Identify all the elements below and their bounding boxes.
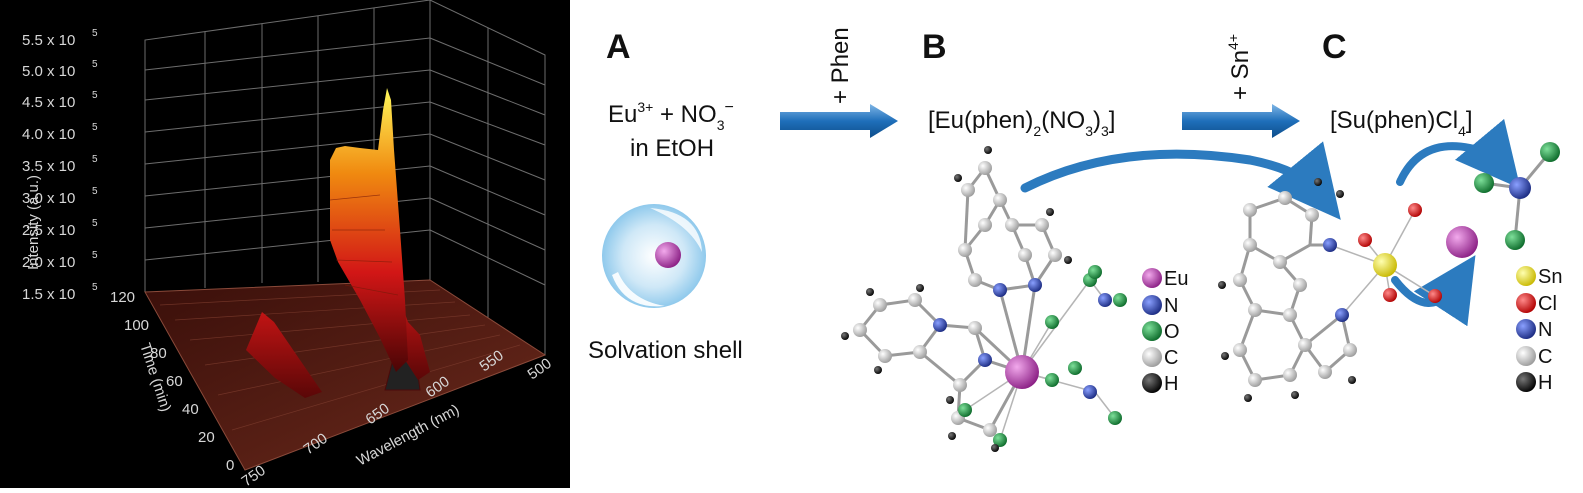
eu-ion — [655, 242, 681, 268]
eu-atom — [1005, 355, 1039, 389]
svg-text:120: 120 — [110, 289, 135, 306]
svg-text:Eu: Eu — [1164, 268, 1188, 290]
svg-text:5: 5 — [92, 186, 98, 197]
intensity-tick-exponents: 5 5 5 5 5 5 5 5 5 — [92, 28, 98, 293]
molecule-c — [1218, 178, 1478, 402]
svg-text:5: 5 — [92, 154, 98, 165]
intensity-tick: 1.5 x 10 — [22, 286, 75, 303]
reaction-arrow-2 — [1182, 104, 1300, 138]
svg-text:5: 5 — [92, 28, 98, 39]
shell-caption: Solvation shell — [588, 337, 743, 364]
arrow-2-reagent: + Sn4+ — [1225, 34, 1254, 100]
complex-b-formula: [Eu(phen)2(NO3)3] — [928, 107, 1115, 139]
svg-text:5: 5 — [92, 218, 98, 229]
transfer-arrow-eu-out — [1391, 255, 1476, 327]
svg-text:C: C — [1164, 347, 1178, 369]
released-eu-ion — [1446, 226, 1478, 258]
intensity-tick: 2.0 x 10 — [22, 254, 75, 271]
intensity-tick: 3.0 x 10 — [22, 190, 75, 207]
intensity-tick: 2.5 x 10 — [22, 222, 75, 239]
ridge-700nm — [246, 312, 322, 398]
svg-text:5: 5 — [92, 59, 98, 70]
surface-plot-svg: 1.5 x 10 2.0 x 10 2.5 x 10 3.0 x 10 3.5 … — [22, 0, 555, 490]
intensity-tick: 3.5 x 10 — [22, 158, 75, 175]
solvation-shell — [602, 204, 706, 308]
intensity-tick-labels: 1.5 x 10 2.0 x 10 2.5 x 10 3.0 x 10 3.5 … — [22, 32, 75, 303]
molecule-b — [841, 146, 1127, 452]
panel-label-a: A — [606, 28, 631, 66]
svg-text:5: 5 — [92, 90, 98, 101]
time-tick-labels: 0 20 40 60 80 100 120 — [110, 289, 234, 474]
svg-text:40: 40 — [182, 401, 199, 418]
complex-c-formula: [Su(phen)Cl4] — [1330, 107, 1473, 139]
arrow-1-reagent: + Phen — [827, 27, 854, 104]
svg-text:5: 5 — [92, 282, 98, 293]
svg-text:0: 0 — [226, 457, 234, 474]
svg-text:80: 80 — [150, 345, 167, 362]
panel-label-c: C — [1322, 28, 1347, 66]
svg-text:5: 5 — [92, 250, 98, 261]
panel-label-b: B — [922, 28, 947, 66]
svg-text:Sn: Sn — [1538, 266, 1562, 288]
back-wall-grid — [144, 0, 546, 355]
svg-text:20: 20 — [198, 429, 215, 446]
intensity-tick: 4.0 x 10 — [22, 126, 75, 143]
svg-text:H: H — [1164, 373, 1178, 395]
svg-text:H: H — [1538, 372, 1552, 394]
svg-text:Cl: Cl — [1538, 293, 1557, 315]
svg-text:N: N — [1538, 319, 1552, 341]
transfer-arrow-b-to-c — [1020, 141, 1341, 220]
legend-b: Eu N O C H — [1142, 268, 1188, 395]
transfer-arrow-cl-out — [1396, 118, 1521, 189]
svg-text:5: 5 — [92, 122, 98, 133]
svg-text:N: N — [1164, 295, 1178, 317]
surface-floor — [144, 279, 547, 471]
released-nitrate — [1474, 142, 1560, 250]
svg-text:100: 100 — [124, 317, 149, 334]
reaction-arrow-1 — [780, 104, 898, 138]
svg-text:O: O — [1164, 321, 1180, 343]
intensity-axis-title: Intensity (a.u.) — [25, 175, 42, 270]
sn-atom — [1373, 253, 1397, 277]
svg-text:60: 60 — [166, 373, 183, 390]
reactant-line-1: Eu3+ + NO3− — [608, 99, 734, 133]
intensity-tick: 5.0 x 10 — [22, 63, 75, 80]
intensity-tick: 4.5 x 10 — [22, 94, 75, 111]
luminescence-surface-plot: 1.5 x 10 2.0 x 10 2.5 x 10 3.0 x 10 3.5 … — [0, 0, 570, 490]
svg-text:C: C — [1538, 346, 1552, 368]
legend-c: Sn Cl N C H — [1516, 266, 1562, 394]
reactant-line-2: in EtOH — [630, 135, 714, 162]
intensity-tick: 5.5 x 10 — [22, 32, 75, 49]
